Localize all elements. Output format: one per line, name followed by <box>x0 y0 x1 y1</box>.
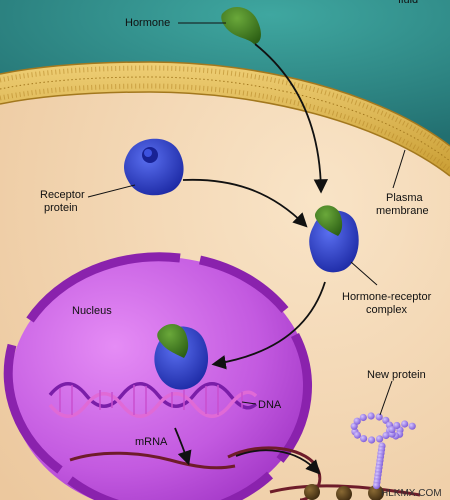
complex-label-line1: Hormone-receptor <box>342 291 432 303</box>
protein-bead <box>376 435 384 443</box>
plasma-label-line2: membrane <box>376 205 429 217</box>
protein-bead <box>353 431 361 439</box>
protein-bead <box>401 420 409 428</box>
protein-bead <box>353 417 361 425</box>
fluid-label: fluid <box>398 0 418 6</box>
watermark-text: HLKMX.COM <box>381 488 442 499</box>
dna-label: DNA <box>258 399 282 411</box>
arrow-mrna-to-ribosome <box>235 449 321 475</box>
arrow-complex-to-nucleus <box>211 281 326 370</box>
protein-bead <box>388 426 396 434</box>
protein-bead <box>375 413 383 421</box>
hormone-molecule <box>221 7 261 45</box>
new-protein-chain <box>350 412 416 490</box>
receptor-label-line2: protein <box>44 202 78 214</box>
protein-bead <box>393 421 401 430</box>
protein-bead <box>368 436 376 444</box>
plasma-label-line1: Plasma <box>386 192 424 204</box>
new-protein-label: New protein <box>367 369 426 381</box>
protein-bead <box>359 413 367 422</box>
nucleus-label: Nucleus <box>72 305 112 317</box>
protein-bead <box>408 422 416 430</box>
nucleus <box>3 252 312 500</box>
protein-bead <box>360 435 368 443</box>
receptor-protein <box>124 138 184 196</box>
extracellular-fluid <box>0 0 450 150</box>
arrow-hormone-to-complex <box>254 43 329 194</box>
dna-helix <box>48 382 258 418</box>
arrow-receptor-to-complex <box>182 178 308 228</box>
complex-label-line2: complex <box>366 304 407 316</box>
protein-bead <box>382 431 390 440</box>
receptor-label-line1: Receptor <box>40 189 85 201</box>
arrow-dna-to-mrna <box>174 427 192 466</box>
mrna-translation-strand <box>269 484 421 497</box>
leader-lines <box>87 22 406 416</box>
hormone-label: Hormone <box>125 17 170 29</box>
plasma-membrane <box>0 61 450 177</box>
mrna-label: mRNA <box>135 436 168 448</box>
protein-bead <box>367 412 375 420</box>
mrna-strand <box>69 451 236 470</box>
protein-bead <box>372 482 381 490</box>
hormone-receptor-complex <box>309 205 359 273</box>
ribosomes <box>304 484 384 500</box>
nuclear-hormone-receptor-complex <box>154 323 209 390</box>
